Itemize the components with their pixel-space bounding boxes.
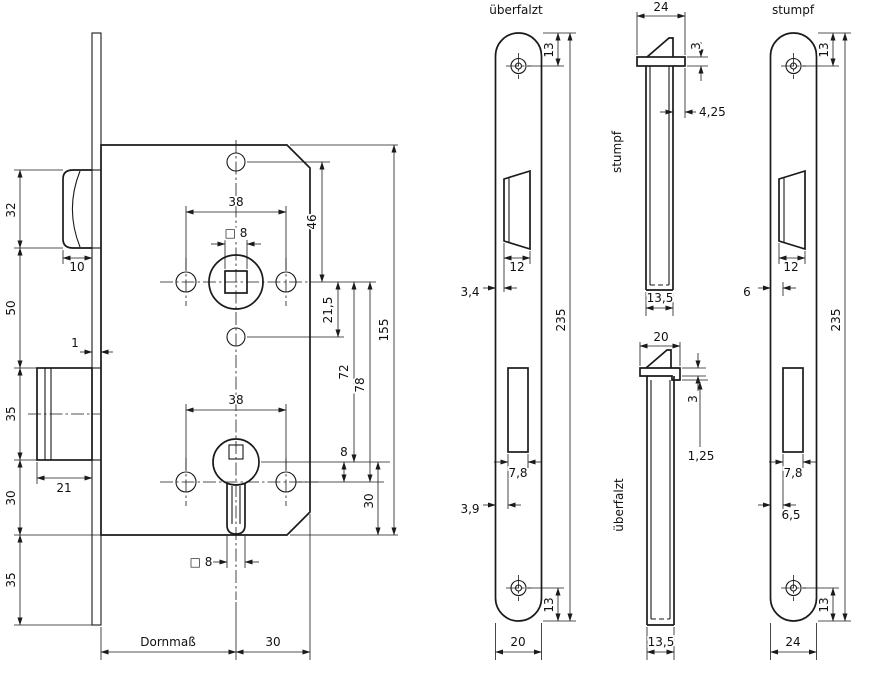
dim-uf-screw-bottom: 13 — [542, 597, 556, 612]
latch-bolt — [62, 169, 92, 249]
deadbolt-opening — [782, 367, 804, 453]
label-ueberfalzt-profile: überfalzt — [612, 478, 626, 532]
dim-stprofile-overhang: 4,25 — [699, 105, 726, 119]
dim-bolt-height: 35 — [4, 406, 18, 421]
dim-latch-height: 32 — [4, 202, 18, 217]
dim-hole-to-follower: 46 — [305, 214, 319, 229]
deadbolt-opening — [507, 367, 529, 453]
dim-case-height: 155 — [377, 319, 391, 342]
latch-bevel — [646, 37, 674, 58]
dim-cylinder-to-bottom: 30 — [362, 493, 376, 508]
dim-ufprofile-rebate: 1,25 — [688, 449, 715, 463]
dim-stprofile-thickness: 3 — [689, 42, 703, 50]
dim-cylinder-offset: 8 — [340, 445, 348, 459]
dim-st-screw-bottom: 13 — [817, 597, 831, 612]
dim-backset-extra: 30 — [265, 635, 280, 649]
dim-stprofile-channel: 13,5 — [647, 291, 674, 305]
dim-st-width: 24 — [785, 635, 800, 649]
screw-hole-bottom — [506, 575, 531, 601]
dim-uf-latch-width: 12 — [509, 260, 524, 274]
dim-st-height: 235 — [829, 309, 843, 332]
deadbolt — [28, 367, 100, 461]
dim-ufprofile-thickness: 3 — [686, 395, 700, 403]
dim-uf-bolt-width: 7,8 — [508, 466, 527, 480]
latch-bevel — [645, 349, 672, 369]
dim-uf-bolt-offset: 3,9 — [460, 502, 479, 516]
dim-latch-to-bolt: 50 — [4, 300, 18, 315]
profile-stumpf-view: 24 3 4,25 stumpf 13,5 — [608, 0, 727, 316]
latch-opening — [778, 169, 806, 251]
dim-st-bolt-width: 7,8 — [783, 466, 802, 480]
dim-hole-spacing-bottom: 38 — [228, 393, 243, 407]
dim-uf-height: 235 — [554, 309, 568, 332]
profile-ueberfalzt-view: 20 3 1,25 überfalzt 13,5 — [610, 328, 716, 660]
dim-ufprofile-width: 20 — [653, 330, 668, 344]
latch-opening — [503, 169, 531, 251]
dim-follower-square: □ 8 — [225, 226, 248, 240]
dim-stprofile-width: 24 — [653, 0, 668, 14]
dim-st-latch-offset: 6 — [743, 285, 751, 299]
rebated-flange — [639, 367, 681, 381]
dim-follower-to-holes: 78 — [353, 377, 367, 392]
main-view-dimensions: 32 50 35 30 35 10 1 21 38 □ 8 — [2, 144, 398, 660]
dim-uf-latch-offset: 3,4 — [460, 285, 479, 299]
centerlines — [160, 140, 318, 600]
dim-backset-label: Dornmaß — [140, 635, 196, 649]
label-stumpf-plate: stumpf — [772, 3, 815, 17]
screw-hole-top — [781, 53, 806, 79]
dim-follower-to-hole: 21,5 — [321, 297, 335, 324]
dim-uf-screw-top: 13 — [542, 42, 556, 57]
dim-st-screw-top: 13 — [817, 42, 831, 57]
dim-latch-width: 10 — [69, 260, 84, 274]
screw-hole-bottom — [781, 575, 806, 601]
label-stumpf-profile: stumpf — [610, 130, 624, 173]
dim-ufprofile-channel: 13,5 — [648, 635, 675, 649]
main-lock-view — [28, 32, 318, 626]
dim-st-bolt-offset: 6,5 — [781, 508, 800, 522]
dim-st-latch-width: 12 — [783, 260, 798, 274]
screw-hole-top — [506, 53, 531, 79]
dim-bottom-margin: 35 — [4, 572, 18, 587]
faceplate-stumpf-view: stumpf 13 235 13 12 6 — [741, 1, 851, 660]
dim-hole-spacing-top: 38 — [228, 195, 243, 209]
dim-faceplate-thickness: 1 — [71, 336, 79, 350]
dim-stem-square: □ 8 — [190, 555, 213, 569]
dim-follower-to-cylinder: 72 — [337, 364, 351, 379]
faceplate-ueberfalzt-view: überfalzt 13 235 13 12 3,4 — [459, 1, 576, 660]
dim-bolt-to-bottom: 30 — [4, 490, 18, 505]
dim-bolt-width: 21 — [56, 481, 71, 495]
label-ueberfalzt-plate: überfalzt — [489, 3, 543, 17]
dim-uf-width: 20 — [510, 635, 525, 649]
